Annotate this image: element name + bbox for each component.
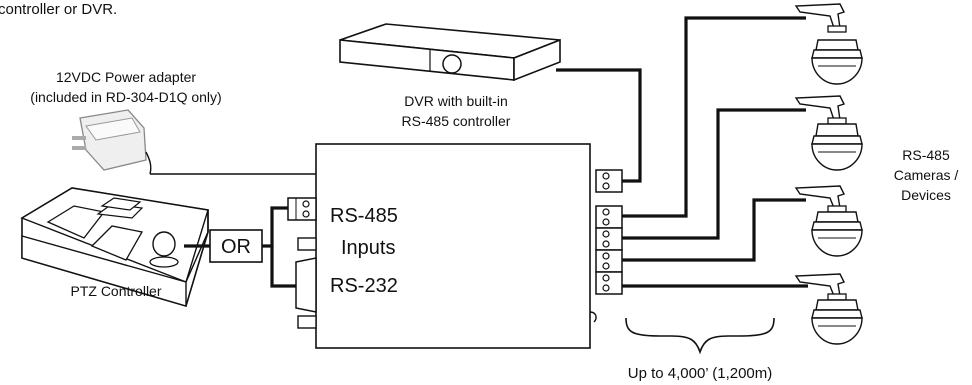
camera-cable-2 xyxy=(622,108,806,240)
dvr-label: DVR with built-in RS-485 controller xyxy=(402,93,511,129)
cameras-label-line2: Cameras / xyxy=(894,167,959,183)
dvr-icon xyxy=(339,23,561,82)
power-adapter-label-line1: 12VDC Power adapter xyxy=(56,69,196,85)
rs485-input-terminal xyxy=(287,197,317,221)
hub-rs485-label: RS-485 xyxy=(330,205,398,227)
ptz-controller-label: PTZ Controller xyxy=(70,283,161,299)
hub-connector-knob xyxy=(589,311,597,323)
cameras-label-line1: RS-485 xyxy=(902,147,950,163)
rs485-input-cable xyxy=(262,206,288,248)
dvr-label-line2: RS-485 controller xyxy=(402,113,511,129)
output-terminal-4 xyxy=(595,271,623,295)
output-terminal-dvr xyxy=(595,169,623,193)
cameras-label-line3: Devices xyxy=(901,187,951,203)
ptz-controller-icon xyxy=(20,187,209,307)
distance-brace xyxy=(625,317,775,355)
dome-camera-4 xyxy=(794,273,863,345)
dvr-label-line1: DVR with built-in xyxy=(404,93,507,109)
dome-camera-2 xyxy=(794,95,863,171)
power-adapter-label: 12VDC Power adapter (included in RD-304-… xyxy=(30,69,221,105)
hub-rs232-label: RS-232 xyxy=(330,275,398,297)
camera-cable-3 xyxy=(622,198,806,262)
dome-camera-1 xyxy=(794,3,863,85)
distance-label: Up to 4,000’ (1,200m) xyxy=(628,365,773,382)
caption-fragment: controller or DVR. xyxy=(0,1,117,18)
output-terminal-3 xyxy=(595,249,623,273)
output-terminal-1 xyxy=(595,205,623,229)
rs232-connector xyxy=(295,237,317,329)
camera-cable-1 xyxy=(622,16,806,218)
rs232-input-cable xyxy=(270,246,296,288)
or-box xyxy=(209,229,263,263)
power-adapter-icon xyxy=(72,109,152,175)
hub-unit xyxy=(315,143,591,349)
dome-camera-3 xyxy=(794,185,863,257)
output-terminals xyxy=(595,169,623,295)
cameras-label: RS-485 Cameras / Devices xyxy=(894,147,959,203)
dvr-cable xyxy=(556,68,642,183)
power-adapter-label-line2: (included in RD-304-D1Q only) xyxy=(30,89,221,105)
or-box-label: OR xyxy=(221,236,251,258)
output-terminal-2 xyxy=(595,227,623,251)
hub-inputs-label: Inputs xyxy=(341,237,395,259)
